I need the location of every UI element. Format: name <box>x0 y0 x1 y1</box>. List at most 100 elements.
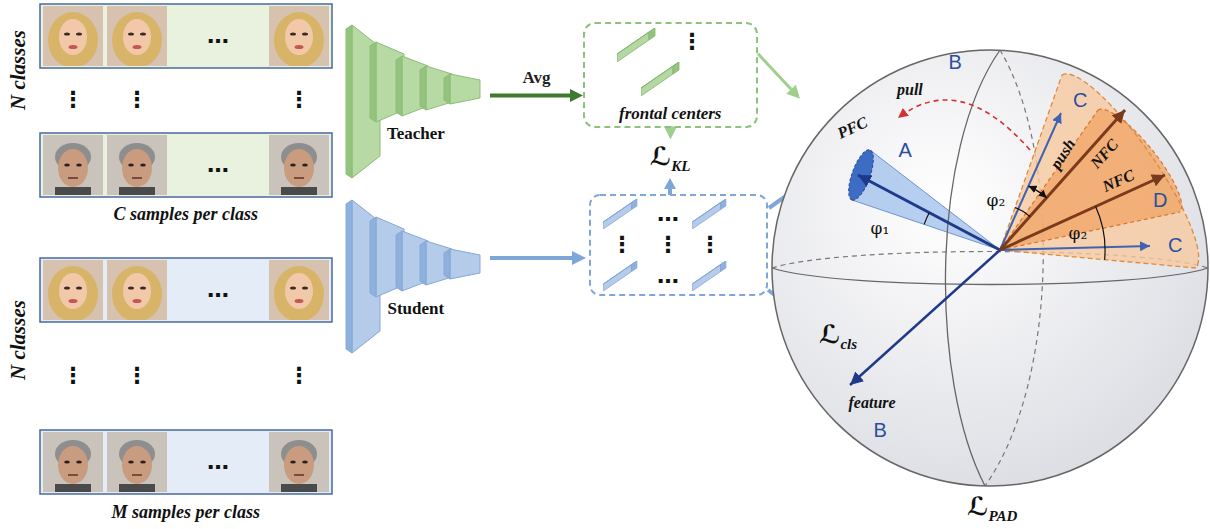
layer-face <box>402 56 428 116</box>
box-label: frontal centers <box>619 104 721 124</box>
layer-face <box>376 42 404 122</box>
image-row <box>40 4 332 68</box>
face-photo <box>43 432 103 492</box>
layer-face <box>426 66 452 110</box>
ellipsis: ⋮ <box>611 234 633 256</box>
caption-label: C samples per class <box>114 204 259 225</box>
face-photo <box>107 6 167 68</box>
region-letter: A <box>899 140 912 160</box>
layer-edge <box>346 25 352 178</box>
face-photo <box>43 6 103 68</box>
loss-subscript: cls <box>840 336 857 352</box>
features-box <box>590 195 767 295</box>
loss-subscript: KL <box>671 158 690 174</box>
student-layers <box>346 200 480 353</box>
connector <box>490 89 583 102</box>
angle-label: φ₁ <box>871 220 890 237</box>
layer-face <box>426 241 452 285</box>
input-panel: N classes C samples per class <box>0 0 336 228</box>
image-row <box>40 430 332 494</box>
ellipsis: ⋮ <box>288 365 310 387</box>
push-arc <box>1029 186 1047 198</box>
loss-symbol: ℒ <box>819 320 840 349</box>
ellipsis: … <box>657 203 679 225</box>
angle-arc <box>1096 207 1105 260</box>
layer-face <box>450 74 480 104</box>
input-panel: N classes M samples per class <box>0 255 336 529</box>
connector <box>758 54 800 99</box>
network-label: Teacher <box>387 124 445 144</box>
region-letter: D <box>1153 190 1167 210</box>
region-letter: C <box>1168 235 1182 255</box>
region-letter: B <box>949 52 962 72</box>
layer-face <box>352 25 380 178</box>
layer-face <box>402 231 428 291</box>
meridian-front <box>945 50 1000 486</box>
cone-d <box>1000 109 1182 250</box>
cone-c <box>1000 74 1199 268</box>
layer-edge <box>396 231 402 291</box>
teacher-network: Teacher <box>338 20 490 188</box>
layer-face <box>352 200 380 353</box>
ellipsis: ⋮ <box>126 89 148 111</box>
flow-arrow <box>668 189 672 195</box>
ellipsis: … <box>207 154 229 176</box>
face-photo <box>107 260 167 322</box>
connector-line <box>758 54 791 89</box>
axis-label: N classes <box>6 300 30 380</box>
face-photo <box>107 135 167 195</box>
nfc-vector <box>1000 175 1165 250</box>
hypersphere <box>772 50 1208 486</box>
cls-loss: ℒcls <box>815 318 861 355</box>
feature-bar <box>603 261 637 291</box>
layer-face <box>376 217 404 297</box>
connector-line <box>490 94 570 98</box>
face-photo <box>43 260 103 322</box>
feature-bar <box>692 261 726 291</box>
ellipsis: ⋮ <box>62 89 84 111</box>
face-photo <box>269 432 329 492</box>
region-letter: C <box>1073 90 1087 110</box>
ellipsis: ⋮ <box>657 234 679 256</box>
ellipsis: ⋮ <box>288 89 310 111</box>
class-vector <box>1000 246 1150 250</box>
equator-front <box>772 268 1208 285</box>
arrowhead <box>570 89 583 102</box>
meridian-back <box>985 50 1043 486</box>
face-photo <box>269 6 329 68</box>
image-row <box>40 133 332 197</box>
arrowhead <box>786 85 800 99</box>
pad-sphere: ℒPAD <box>800 40 1208 529</box>
caption-label: M samples per class <box>112 502 261 523</box>
layer-edge <box>420 241 426 285</box>
axis-label: N classes <box>6 30 30 110</box>
layer-edge <box>346 200 352 353</box>
loss-subscript: PAD <box>988 508 1017 524</box>
network-label: Student <box>388 299 445 319</box>
angle-arc <box>924 213 929 225</box>
ellipsis: ⋮ <box>62 365 84 387</box>
layer-edge <box>444 249 450 279</box>
arrowhead <box>664 127 677 140</box>
region-letter: B <box>874 420 887 440</box>
ellipsis: … <box>657 265 679 287</box>
teacher-layers <box>346 25 480 178</box>
feature-bar <box>692 199 726 229</box>
loss-symbol: ℒ <box>967 492 988 521</box>
class-vector <box>1000 113 1061 250</box>
feature-bar <box>641 62 679 96</box>
pull-arc <box>898 100 1030 150</box>
feature-vector <box>850 250 1000 385</box>
pfc-vector <box>858 175 1000 250</box>
feature-bar <box>617 28 655 62</box>
ellipsis: … <box>207 451 229 473</box>
negative-cones <box>1000 74 1199 268</box>
face-photo <box>269 135 329 195</box>
force-label: pull <box>897 82 923 98</box>
ellipsis: ⋮ <box>681 31 703 53</box>
formula: ℒPAD <box>967 492 1017 525</box>
layer-face <box>450 249 480 279</box>
